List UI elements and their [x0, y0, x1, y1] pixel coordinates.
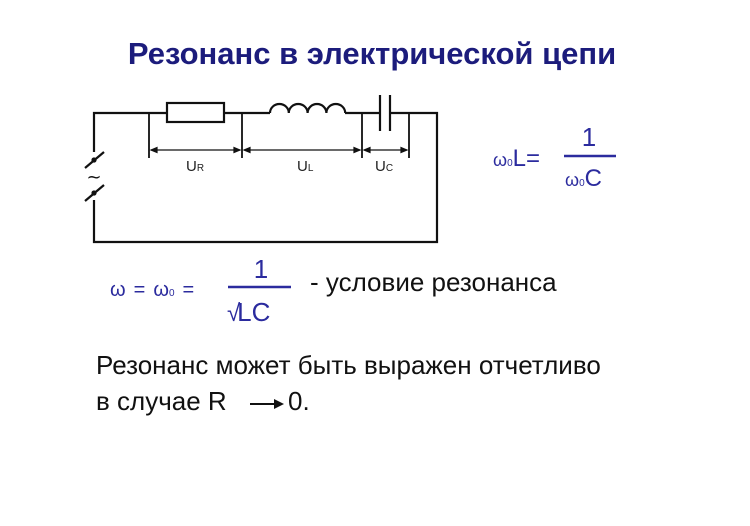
resonance-condition-caption: - условие резонанса	[310, 267, 557, 297]
svg-text:ω0L=: ω0L=	[493, 145, 540, 172]
circuit-diagram: ~ UR UL UC	[84, 95, 439, 244]
body-line-1: Резонанс может быть выражен отчетливо	[96, 350, 601, 380]
resonance-formula-2: ω=ω0= 1 √LC - условие резонанса	[110, 254, 557, 327]
capacitor	[378, 95, 392, 131]
svg-text:1: 1	[254, 254, 268, 284]
voltage-arrows	[149, 146, 409, 154]
svg-text:√LC: √LC	[227, 297, 270, 327]
circuit-wire	[92, 111, 439, 244]
label-ur: UR	[186, 158, 204, 175]
resistor	[165, 101, 226, 124]
ac-source: ~	[84, 151, 105, 202]
resonance-formula-1: ω0L= 1 ω0C	[493, 122, 616, 192]
slide-title: Резонанс в электрической цепи	[128, 36, 616, 71]
svg-text:ω=ω0=: ω=ω0=	[110, 279, 194, 301]
label-ul: UL	[297, 158, 314, 175]
body-line-2-start: в случае R	[96, 386, 227, 416]
arrow-icon	[250, 399, 284, 409]
voltage-taps	[148, 113, 410, 158]
label-uc: UC	[375, 158, 393, 175]
svg-text:ω0C: ω0C	[565, 165, 602, 192]
body-line-2-end: 0.	[288, 386, 310, 416]
svg-text:1: 1	[582, 122, 596, 152]
inductor	[268, 102, 347, 114]
ac-symbol: ~	[86, 167, 101, 188]
